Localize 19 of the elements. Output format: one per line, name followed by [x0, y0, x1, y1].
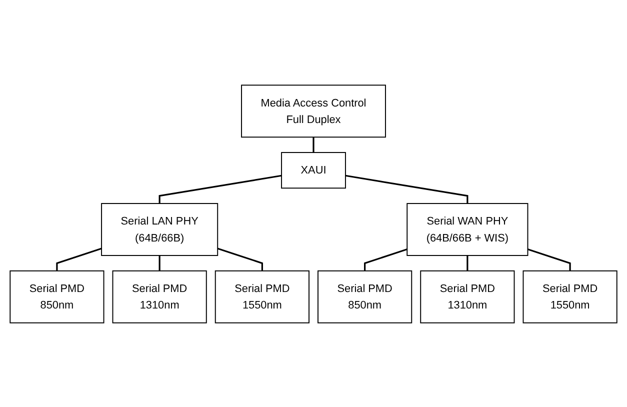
connector — [217, 247, 263, 270]
node-box: Serial PMD 850nm — [10, 270, 104, 323]
connector — [345, 174, 468, 204]
node-box: Serial PMD 1310nm — [420, 270, 515, 323]
node-box: Serial PMD 1550nm — [522, 270, 618, 323]
connector — [528, 248, 571, 270]
node-box: Serial LAN PHY (64B/66B) — [101, 202, 218, 256]
node-box: Serial PMD 1310nm — [112, 270, 207, 323]
node-box: Serial WAN PHY (64B/66B + WIS) — [406, 202, 528, 256]
connector — [158, 254, 160, 270]
connector — [364, 248, 408, 270]
node-box: Serial PMD 1550nm — [214, 270, 310, 323]
node-box: Serial PMD 850nm — [318, 270, 412, 323]
node-box: XAUI — [281, 152, 346, 188]
connector — [158, 174, 282, 204]
connector — [312, 136, 314, 152]
connector — [56, 247, 102, 270]
node-box: Media Access Control Full Duplex — [241, 84, 386, 138]
connector — [466, 254, 468, 270]
